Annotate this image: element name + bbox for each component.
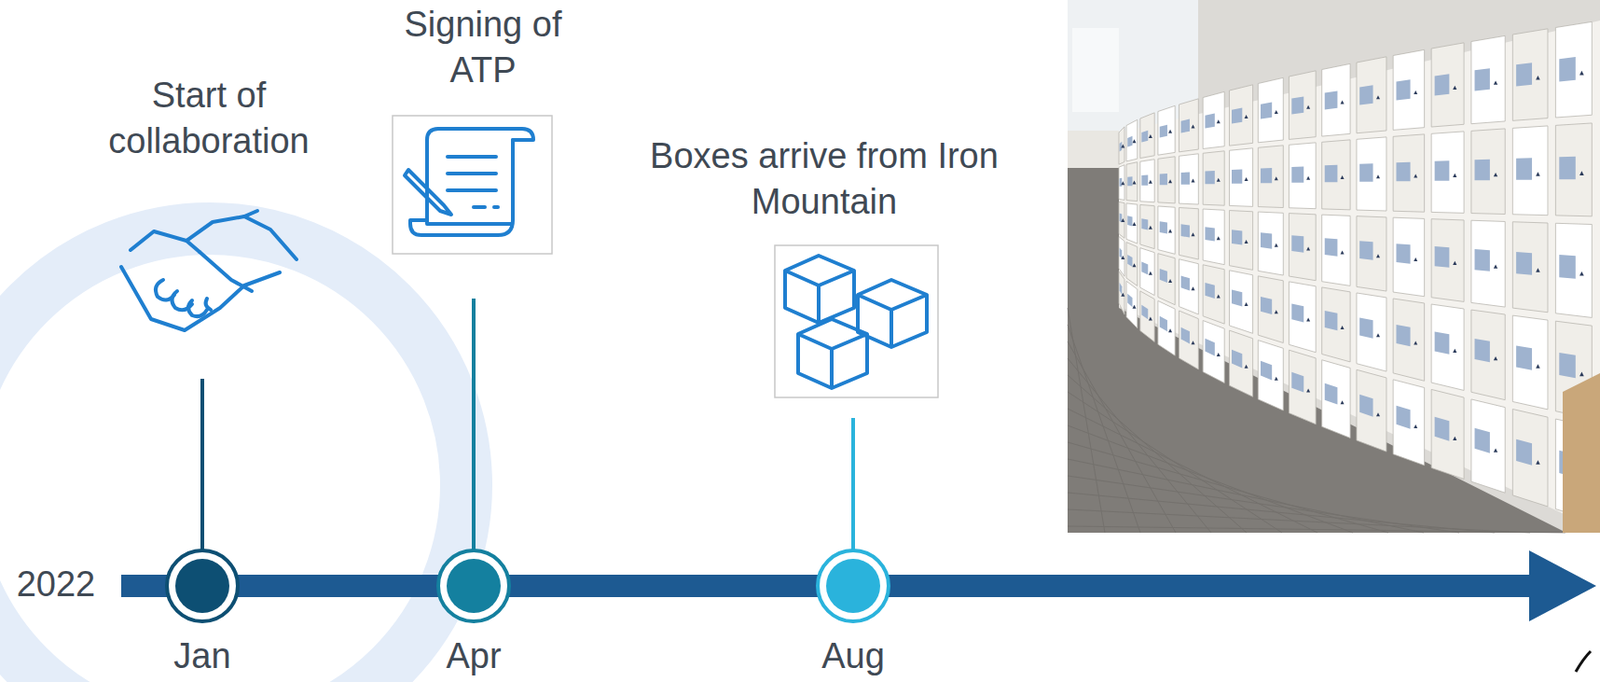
milestone-dot [438, 550, 510, 621]
milestone-label: Start of collaboration [68, 72, 349, 166]
icon-frame [392, 115, 552, 254]
milestone-label: Boxes arrive from Iron Mountain [647, 133, 1002, 226]
corner-mark [1575, 650, 1591, 672]
month-label: Aug [797, 633, 910, 679]
year-label: 2022 [4, 561, 108, 607]
milestone-stem [851, 417, 856, 551]
milestone-dot [166, 550, 238, 621]
background-ring [0, 228, 467, 682]
cubes-icon [785, 255, 927, 388]
document-icon [404, 128, 534, 235]
month-label: Apr [417, 633, 530, 679]
handshake-icon [121, 210, 297, 331]
milestone-stem [200, 378, 205, 551]
milestone-label: Signing of ATP [380, 1, 586, 95]
icon-frame [774, 245, 938, 398]
milestone-stem [471, 298, 476, 551]
boxes-photo [1067, 0, 1600, 533]
milestone-dot [817, 550, 889, 621]
month-label: Jan [146, 633, 259, 679]
timeline-arrowhead [1529, 550, 1597, 621]
